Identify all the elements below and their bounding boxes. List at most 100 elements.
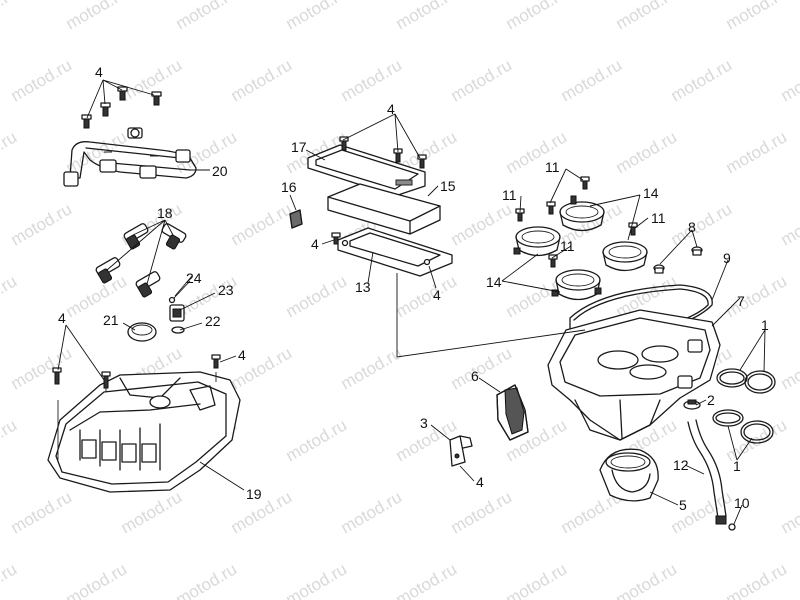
watermark-text: motod.ru — [0, 127, 20, 177]
bolt — [417, 154, 427, 169]
watermark-text: motod.ru — [723, 559, 791, 600]
callout-8: 8 — [688, 219, 696, 235]
watermark-text: motod.ru — [503, 559, 571, 600]
callout-22: 22 — [205, 313, 221, 329]
watermark-text: motod.ru — [63, 0, 131, 33]
watermark-text: motod.ru — [613, 127, 681, 177]
watermark-text: motod.ru — [118, 55, 186, 105]
callout-5: 5 — [679, 497, 687, 513]
watermark-text: motod.ru — [613, 0, 681, 33]
injector — [161, 223, 187, 250]
bolt — [117, 86, 128, 101]
intake-boot — [559, 195, 605, 232]
watermark-text: motod.ru — [393, 0, 461, 33]
watermark-text: motod.ru — [8, 487, 76, 537]
watermark-text: motod.ru — [393, 271, 461, 321]
callout-20: 20 — [212, 163, 228, 179]
bolt — [81, 114, 92, 129]
bolt — [151, 91, 162, 106]
callout-4: 4 — [95, 64, 103, 80]
watermark-text: motod.ru — [338, 343, 406, 393]
intake-boot — [602, 241, 648, 272]
watermark-text: motod.ru — [778, 343, 800, 393]
injector — [135, 271, 161, 298]
bolt — [580, 176, 590, 190]
callout-1: 1 — [733, 458, 741, 474]
watermark-text: motod.ru — [8, 343, 76, 393]
callout-11: 11 — [651, 210, 666, 226]
bolt — [628, 222, 638, 236]
watermark-text: motod.ru — [228, 55, 296, 105]
injector — [123, 223, 149, 250]
airbox-lid — [307, 144, 426, 197]
bolt — [548, 254, 558, 268]
callout-11: 11 — [502, 187, 517, 203]
drain-plug — [728, 523, 736, 531]
callout-11: 11 — [545, 159, 560, 175]
watermark-text: motod.ru — [338, 55, 406, 105]
watermark-text: motod.ru — [723, 127, 791, 177]
watermark-text: motod.ru — [0, 271, 20, 321]
watermark-text: motod.ru — [0, 0, 20, 33]
callout-23: 23 — [218, 282, 234, 298]
fuel-injectors — [95, 223, 187, 298]
watermark-text: motod.ru — [668, 199, 736, 249]
screw-small — [211, 354, 221, 369]
callout-4: 4 — [476, 474, 484, 490]
watermark-text: motod.ru — [283, 559, 351, 600]
watermark-text: motod.ru — [118, 487, 186, 537]
watermark-text: motod.ru — [558, 55, 626, 105]
intake-duct — [599, 448, 659, 502]
callout-10: 10 — [734, 495, 750, 511]
callout-12: 12 — [673, 457, 689, 473]
airbox-housing — [547, 309, 721, 441]
watermark-text: motod.ru — [448, 199, 516, 249]
callout-16: 16 — [281, 179, 297, 195]
watermark-text: motod.ru — [283, 271, 351, 321]
callout-15: 15 — [440, 178, 456, 194]
head-cover — [47, 371, 241, 493]
callout-7: 7 — [737, 293, 745, 309]
watermark-text: motod.ru — [668, 55, 736, 105]
watermark-text: motod.ru — [613, 559, 681, 600]
hose-clamp — [683, 399, 701, 410]
watermark-text: motod.ru — [63, 127, 131, 177]
watermark-text: motod.ru — [0, 415, 20, 465]
callout-14: 14 — [486, 274, 502, 290]
callout-24: 24 — [186, 270, 202, 286]
drain-hose — [687, 419, 727, 525]
bolt — [100, 102, 111, 117]
watermark-text: motod.ru — [0, 559, 20, 600]
watermark-text: motod.ru — [723, 0, 791, 33]
watermark-text: motod.ru — [283, 415, 351, 465]
watermark-text: motod.ru — [63, 559, 131, 600]
callout-11: 11 — [560, 238, 575, 254]
watermark-text: motod.ru — [8, 199, 76, 249]
bolt-group-top-left — [81, 86, 162, 129]
watermark-text: motod.ru — [63, 271, 131, 321]
watermark-text: motod.ru — [778, 55, 800, 105]
watermark-text: motod.ru — [723, 271, 791, 321]
callout-9: 9 — [723, 250, 731, 266]
bolt-group-cover — [52, 367, 111, 389]
callout-4: 4 — [238, 347, 246, 363]
grommets — [653, 246, 703, 274]
watermark-text: motod.ru — [778, 487, 800, 537]
callout-3: 3 — [420, 415, 428, 431]
callout-19: 19 — [246, 486, 262, 502]
watermark-text: motod.ru — [393, 559, 461, 600]
watermark-text: motod.ru — [503, 127, 571, 177]
callout-4: 4 — [387, 101, 395, 117]
injector — [95, 257, 121, 284]
callout-14: 14 — [643, 185, 659, 201]
callout-1: 1 — [761, 317, 769, 333]
callout-4: 4 — [311, 236, 319, 252]
small-filter-pad — [289, 209, 303, 229]
fuel-rail-assembly — [63, 127, 197, 187]
intake-boots — [513, 195, 648, 301]
watermark-text: motod.ru — [778, 199, 800, 249]
callout-4: 4 — [58, 310, 66, 326]
callout-2: 2 — [707, 392, 715, 408]
leader-lines — [57, 79, 766, 525]
